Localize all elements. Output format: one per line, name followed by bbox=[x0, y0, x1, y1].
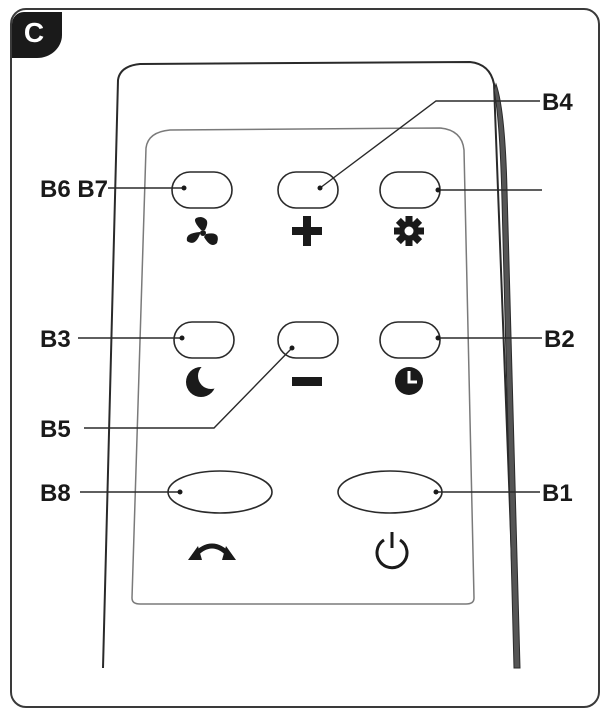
callout-b2: B2 bbox=[544, 326, 575, 353]
remote-body-outline bbox=[102, 60, 517, 669]
leader-b1-dot bbox=[433, 489, 439, 495]
leader-b6-b7-dot bbox=[181, 185, 187, 191]
callout-b4: B4 bbox=[542, 89, 573, 116]
plus-button[interactable] bbox=[277, 171, 339, 209]
leader-right-row1-dot bbox=[435, 187, 441, 193]
fan-button[interactable] bbox=[171, 171, 233, 209]
keypad-panel bbox=[131, 127, 475, 605]
callout-b8: B8 bbox=[40, 480, 71, 507]
swing-arrow-icon bbox=[188, 543, 236, 560]
leader-b2-dot bbox=[435, 335, 441, 341]
leader-b5-dot bbox=[289, 345, 295, 351]
leader-b5 bbox=[84, 347, 293, 429]
fan-icon bbox=[186, 217, 218, 245]
figure-badge: C bbox=[12, 12, 62, 58]
swing-button[interactable] bbox=[167, 470, 273, 514]
moon-icon bbox=[186, 363, 224, 397]
callout-b5: B5 bbox=[40, 416, 71, 443]
callout-b3: B3 bbox=[40, 326, 71, 353]
remote-side-shading bbox=[493, 82, 521, 669]
callout-b1: B1 bbox=[542, 480, 573, 507]
leader-b8-dot bbox=[177, 489, 183, 495]
power-icon bbox=[375, 532, 409, 570]
settings-button[interactable] bbox=[379, 171, 441, 209]
gear-icon bbox=[394, 216, 424, 246]
plus-icon bbox=[292, 216, 322, 246]
night-button[interactable] bbox=[173, 321, 235, 359]
timer-button[interactable] bbox=[379, 321, 441, 359]
leader-b4-dot bbox=[317, 185, 323, 191]
leader-b3-dot bbox=[179, 335, 185, 341]
power-button[interactable] bbox=[337, 470, 443, 514]
minus-icon bbox=[292, 377, 322, 386]
callout-b6-b7: B6 B7 bbox=[40, 176, 108, 203]
leader-b4 bbox=[319, 100, 540, 189]
clock-icon bbox=[395, 367, 423, 395]
